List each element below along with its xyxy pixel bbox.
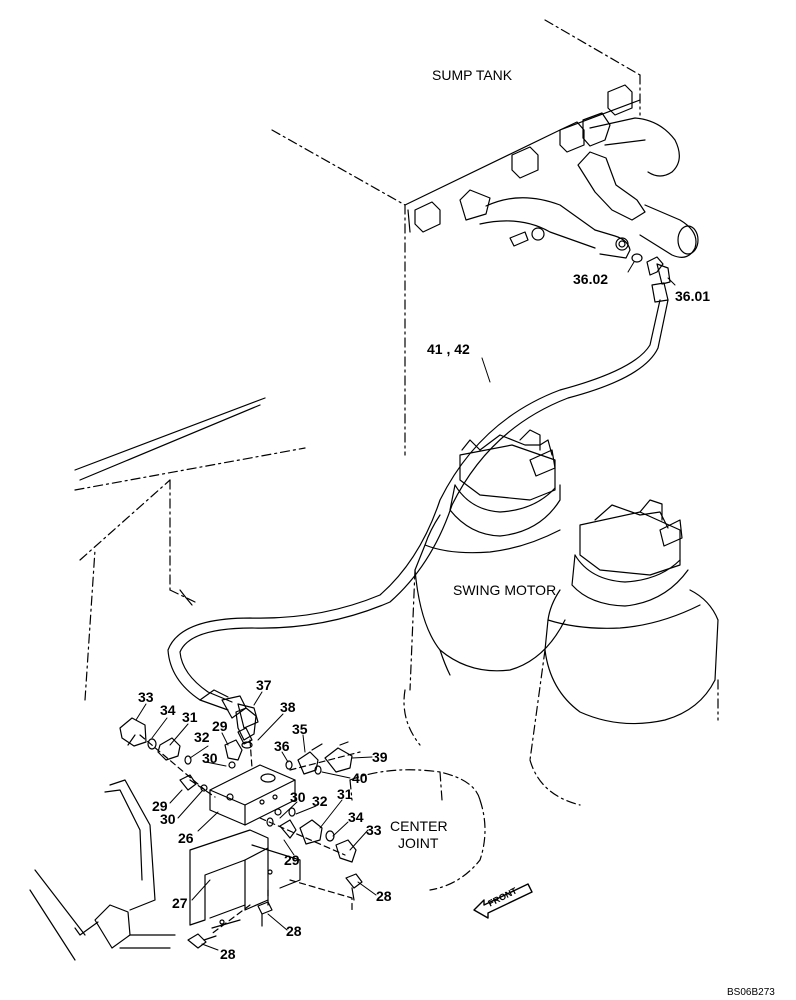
callout-26: 26 — [178, 830, 194, 846]
callout-38: 38 — [280, 699, 296, 715]
bolts-28 — [187, 873, 363, 949]
callout-33-right: 33 — [366, 822, 382, 838]
callout-36-02: 36.02 — [573, 271, 609, 287]
fittings-right — [209, 741, 361, 936]
callout-37: 37 — [256, 677, 272, 693]
callout-36-01: 36.01 — [675, 288, 711, 304]
callout-30-left: 30 — [160, 811, 176, 827]
callout-31-right: 31 — [337, 786, 353, 802]
fittings-left — [119, 707, 257, 798]
callout-30-right: 30 — [290, 789, 306, 805]
callout-29-bottom: 29 — [284, 852, 300, 868]
bracket-27 — [189, 829, 301, 929]
callout-39: 39 — [372, 749, 388, 765]
callout-30: 30 — [202, 750, 218, 766]
swing-motor-1 — [403, 429, 566, 746]
front-arrow-icon — [473, 883, 533, 919]
swing-motor-label: SWING MOTOR — [453, 582, 557, 598]
center-joint — [349, 769, 486, 891]
sump-tank-label: SUMP TANK — [432, 67, 513, 83]
callout-29-left: 29 — [152, 798, 168, 814]
callout-31: 31 — [182, 709, 198, 725]
callout-27: 27 — [172, 895, 188, 911]
callout-40: 40 — [352, 770, 368, 786]
valve-block — [209, 764, 296, 826]
callout-33: 33 — [138, 689, 154, 705]
callout-29: 29 — [212, 718, 228, 734]
callout-28-bottom: 28 — [220, 946, 236, 962]
swing-motor-2 — [529, 499, 719, 806]
callout-28-middle: 28 — [286, 923, 302, 939]
machine-frame — [29, 397, 306, 961]
callout-36: 36 — [274, 738, 290, 754]
tank-piping — [459, 112, 699, 259]
callout-28-right: 28 — [376, 888, 392, 904]
document-id: BS06B273 — [727, 987, 775, 998]
callout-41-42: 41 , 42 — [427, 341, 470, 357]
leader-lines — [135, 261, 676, 951]
callout-34: 34 — [160, 702, 176, 718]
callout-35: 35 — [292, 721, 308, 737]
callout-34-right: 34 — [348, 809, 364, 825]
callout-32: 32 — [194, 729, 210, 745]
fitting-36-group — [631, 253, 671, 303]
callout-32-right: 32 — [312, 793, 328, 809]
center-joint-label-line2: JOINT — [398, 835, 439, 851]
sump-tank — [271, 19, 641, 456]
center-joint-label-line1: CENTER — [390, 818, 448, 834]
hose-41-42 — [167, 299, 669, 729]
